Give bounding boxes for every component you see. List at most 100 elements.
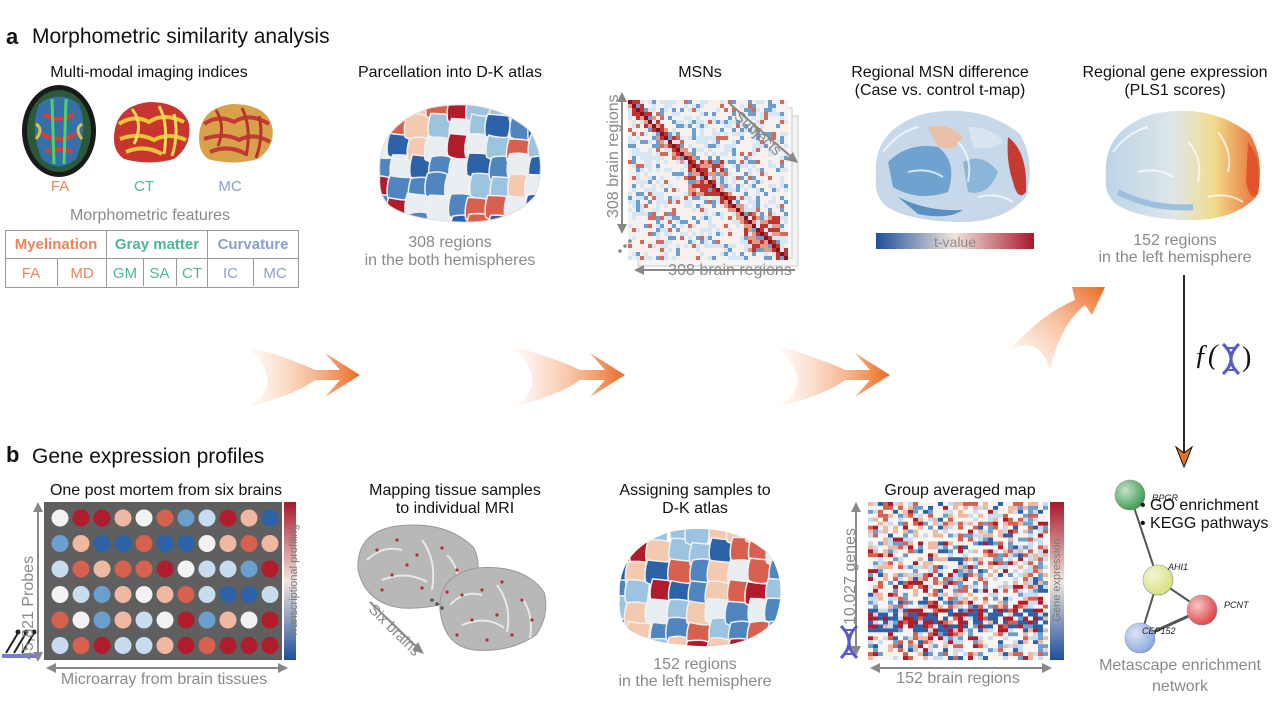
msn-cell [660, 212, 664, 216]
heatmap-cell [928, 600, 933, 605]
msn-cell [704, 256, 708, 260]
heatmap-cell [1033, 525, 1038, 530]
msn-cell [680, 140, 684, 144]
heatmap-cell [1018, 565, 1023, 570]
msn-cell [748, 208, 752, 212]
heatmap-cell [948, 513, 953, 518]
heatmap-cell [1028, 596, 1033, 601]
msn-cell [768, 220, 772, 224]
heatmap-cell [923, 557, 928, 562]
msn-cell [684, 124, 688, 128]
msn-cell [696, 112, 700, 116]
msn-cell [696, 160, 700, 164]
msn-cell [716, 240, 720, 244]
probe-dot [156, 560, 174, 578]
heatmap-cell [998, 588, 1003, 593]
heatmap-cell [993, 612, 998, 617]
heatmap-cell [888, 517, 893, 522]
heatmap-cell [918, 648, 923, 653]
msn-cell [636, 228, 640, 232]
msn-cell [784, 232, 788, 236]
msn-cell [748, 176, 752, 180]
heatmap-cell [983, 525, 988, 530]
heatmap-cell [983, 620, 988, 625]
msn-cell [752, 224, 756, 228]
heatmap-cell [893, 612, 898, 617]
msn-cell [756, 196, 760, 200]
msn-cell [664, 232, 668, 236]
heatmap-cell [918, 541, 923, 546]
msn-cell [672, 164, 676, 168]
heatmap-cell [878, 608, 883, 613]
heatmap-cell [883, 584, 888, 589]
heatmap-cell [878, 652, 883, 657]
msn-cell [636, 212, 640, 216]
heatmap-cell [963, 565, 968, 570]
heatmap-cell [1013, 652, 1018, 657]
msn-cell [640, 244, 644, 248]
heatmap-cell [943, 608, 948, 613]
msn-cell [744, 124, 748, 128]
parcellation-caption-2: in the both hemispheres [364, 252, 536, 269]
msn-cell [684, 196, 688, 200]
msn-cell [772, 252, 776, 256]
heatmap-cell [918, 521, 923, 526]
heatmap-cell [953, 513, 958, 518]
msn-cell [656, 116, 660, 120]
probe-dot [156, 637, 174, 654]
heatmap-cell [998, 549, 1003, 554]
msn-cell [744, 100, 748, 104]
msn-cell [760, 128, 764, 132]
heatmap-cell [1023, 636, 1028, 641]
msn-cell [728, 112, 732, 116]
heatmap-cell [908, 624, 913, 629]
heatmap-cell [1023, 521, 1028, 526]
msn-cell [728, 124, 732, 128]
msn-cell [720, 104, 724, 108]
heatmap-cell [883, 640, 888, 645]
msn-cell [720, 152, 724, 156]
heatmap-cell [983, 545, 988, 550]
heatmap-cell [963, 616, 968, 621]
msn-cell [660, 192, 664, 196]
heatmap-cell [928, 525, 933, 530]
msn-cell [744, 160, 748, 164]
heatmap-cell [923, 592, 928, 597]
msn-cell [760, 204, 764, 208]
msn-cell [724, 252, 728, 256]
msn-cell [736, 204, 740, 208]
heatmap-cell [973, 553, 978, 558]
heatmap-cell [878, 541, 883, 546]
msn-cell [692, 200, 696, 204]
heatmap-cell [873, 644, 878, 649]
heatmap-cell [903, 592, 908, 597]
msn-cell [740, 244, 744, 248]
heatmap-cell [958, 505, 963, 510]
heatmap-cell [1043, 652, 1048, 657]
msn-cell [696, 188, 700, 192]
msn-cell [644, 208, 648, 212]
msn-cell [760, 228, 764, 232]
heatmap-cell [958, 648, 963, 653]
heatmap-cell [888, 561, 893, 566]
msn-cell [772, 188, 776, 192]
msn-cell [684, 252, 688, 256]
heatmap-cell [968, 592, 973, 597]
msn-cell [712, 252, 716, 256]
msn-cell [648, 152, 652, 156]
heatmap-cell [918, 533, 923, 538]
msn-cell [664, 200, 668, 204]
heatmap-cell [918, 573, 923, 578]
msn-cell [776, 228, 780, 232]
msn-cell [632, 168, 636, 172]
enrichment-bullets: • GO enrichment • KEGG pathways [1140, 497, 1268, 533]
msn-cell [772, 244, 776, 248]
msn-cell [780, 224, 784, 228]
msn-cell [720, 188, 724, 192]
msn-cell [756, 128, 760, 132]
heatmap-cell [988, 557, 993, 562]
heatmap-cell [1043, 648, 1048, 653]
heatmap-cell [988, 588, 993, 593]
msn-cell [644, 100, 648, 104]
heatmap-cell [913, 533, 918, 538]
